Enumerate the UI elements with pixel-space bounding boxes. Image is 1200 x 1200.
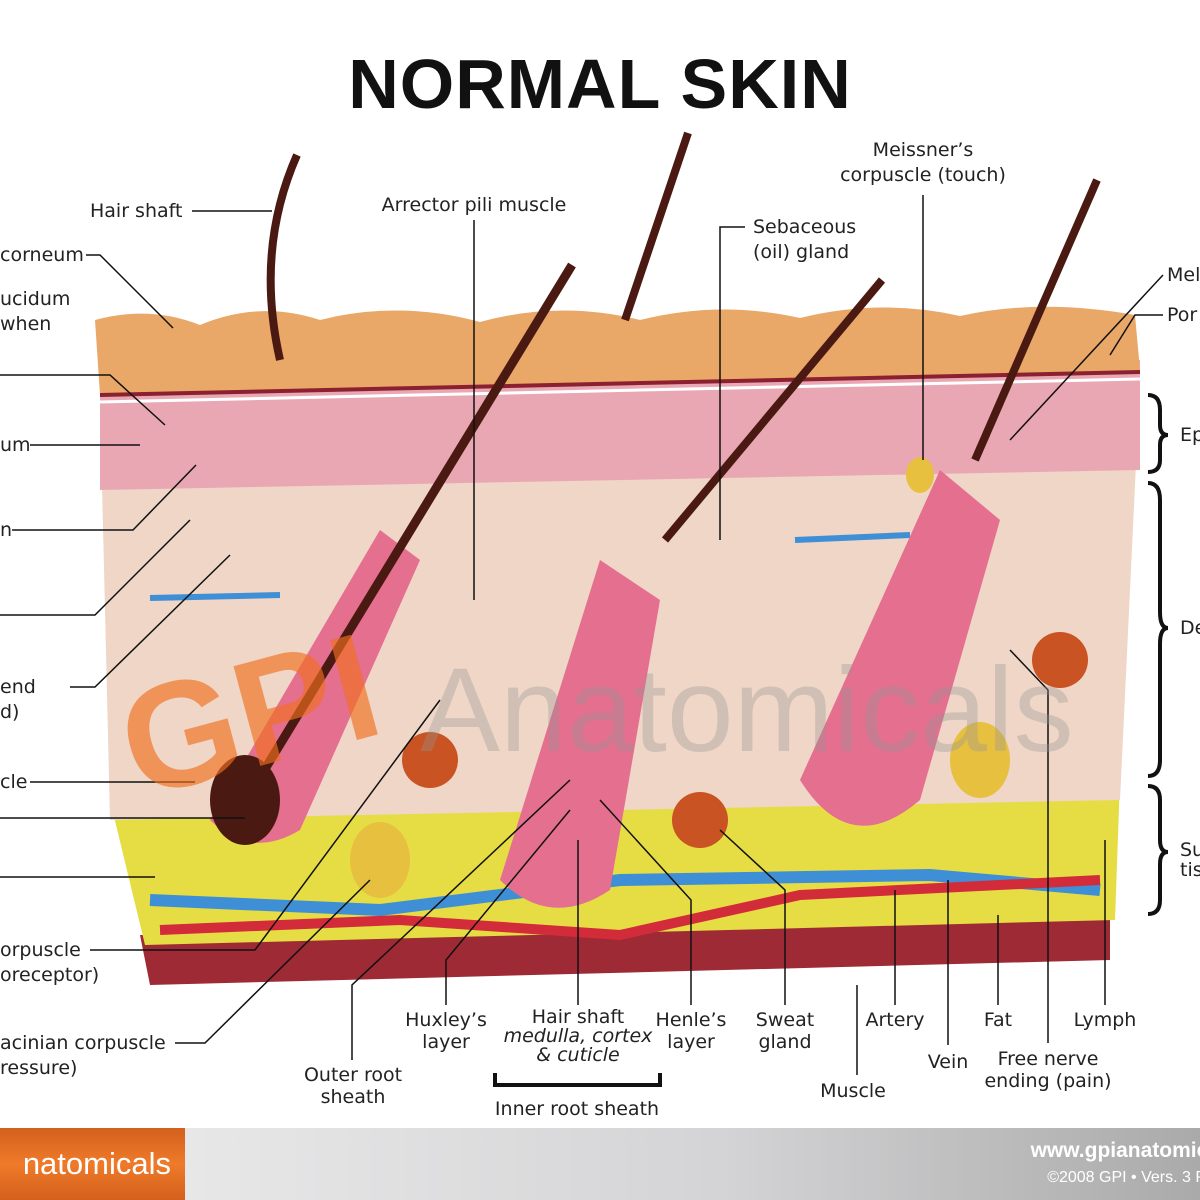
label-corpuscle-1: orpuscle (0, 939, 81, 961)
label-hair-shaft: Hair shaft (90, 200, 183, 222)
sweat-gland (672, 792, 728, 848)
label-n: n (0, 519, 13, 541)
label-nerve-end-2: d) (0, 701, 20, 723)
pacinian-corpuscle (350, 822, 410, 898)
label-sweat-1: Sweat (755, 1009, 815, 1031)
label-huxley-2: layer (422, 1031, 470, 1053)
label-henle-2: layer (667, 1031, 715, 1053)
brand-name: natomicals (22, 1146, 171, 1181)
label-huxley-1: Huxley’s (405, 1009, 487, 1031)
hair-shaft-5 (971, 178, 1101, 462)
footer-bar: natomicals www.gpianatomica ©2008 GPI • … (0, 1128, 1200, 1200)
label-meissner-2: corpuscle (touch) (840, 164, 1006, 186)
label-sebaceous-1: Sebaceous (753, 216, 857, 238)
label-pacinian-2: ressure) (0, 1057, 78, 1079)
label-outer-root-2: sheath (320, 1086, 386, 1108)
watermark-anatomicals: Anatomicals (420, 643, 1074, 777)
diagram-title: NORMAL SKIN (348, 45, 852, 123)
vein-branch (149, 592, 281, 601)
label-nerve-end-1: end (0, 676, 36, 698)
layer-braces (1147, 393, 1169, 916)
label-vein: Vein (927, 1051, 969, 1073)
hair-follicle-center (500, 560, 660, 908)
label-melanocyte: Mel (1167, 264, 1200, 286)
label-stratum-lucidum-1: ucidum (0, 288, 71, 310)
label-epidermis: Ep (1180, 424, 1200, 446)
epidermis-lucidum-line (99, 377, 1141, 404)
website-url[interactable]: www.gpianatomica (1030, 1139, 1200, 1162)
vein-branch (794, 532, 911, 543)
hair-shaft-3 (621, 131, 692, 322)
label-outer-root-1: Outer root (303, 1064, 403, 1086)
label-sebaceous-2: (oil) gland (753, 241, 850, 263)
label-sweat-2: gland (758, 1031, 812, 1053)
hair-shaft-4 (661, 277, 886, 543)
hair-follicle-right (800, 470, 1000, 826)
label-muscle-cle: cle (0, 771, 28, 793)
label-hair-shaft-layers: medulla, cortex (503, 1025, 653, 1047)
epidermis-border (99, 370, 1141, 397)
papillary-dermis (100, 360, 1140, 490)
label-inner-root-sheath: Inner root sheath (494, 1098, 660, 1120)
brand-logo: natomicals (0, 1128, 185, 1200)
label-stratum-corneum: corneum (0, 244, 84, 266)
hair-shaft-2 (236, 262, 576, 813)
label-pacinian-1: acinian corpuscle (0, 1032, 166, 1054)
label-dermis: De (1180, 617, 1200, 639)
label-arrector-pili: Arrector pili muscle (381, 194, 567, 216)
meissner-corpuscle (906, 457, 934, 493)
pacinian-corpuscle (950, 722, 1010, 798)
leader-lines (0, 195, 1164, 1087)
label-corpuscle-2: oreceptor) (0, 964, 100, 986)
label-subcutaneous-1: Su (1180, 839, 1200, 861)
sweat-gland (402, 732, 458, 788)
label-free-nerve-2: ending (pain) (984, 1070, 1112, 1092)
label-hair-shaft-bottom: Hair shaft (531, 1006, 625, 1028)
sweat-gland (1032, 632, 1088, 688)
epidermis-surface (95, 306, 1140, 395)
label-stratum-lucidum-2: when (0, 313, 52, 335)
label-subcutaneous-2: tis (1180, 859, 1200, 881)
label-muscle: Muscle (820, 1080, 886, 1102)
label-stratum-um: um (0, 434, 31, 456)
label-fat: Fat (983, 1009, 1013, 1031)
label-pore: Por (1167, 304, 1198, 326)
label-henle-1: Henle’s (655, 1009, 727, 1031)
label-free-nerve-1: Free nerve (997, 1048, 1099, 1070)
label-hair-shaft-cuticle: & cuticle (536, 1044, 620, 1066)
hair-shaft-1 (266, 153, 301, 361)
artery-vessel (159, 875, 1101, 941)
vein-vessel (149, 868, 1101, 917)
label-meissner-1: Meissner’s (872, 139, 974, 161)
label-artery: Artery (865, 1009, 925, 1031)
label-lymph: Lymph (1073, 1009, 1137, 1031)
copyright-text: ©2008 GPI • Vers. 3 P (1047, 1169, 1200, 1186)
